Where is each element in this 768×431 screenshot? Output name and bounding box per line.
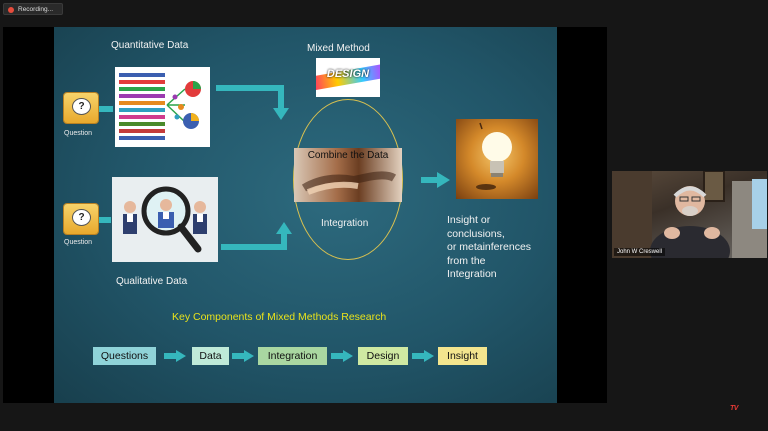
design-card-text: DESIGN: [326, 68, 370, 80]
insight-text: Insight or conclusions, or metainference…: [447, 214, 531, 282]
insight-line: Integration: [447, 268, 497, 280]
lightbulb-image: [456, 119, 538, 199]
question-label-top: Question: [64, 130, 93, 137]
lightbulb-icon: [476, 122, 512, 190]
magnifier-people-icon: [123, 186, 207, 253]
flow-box-insight: Insight: [438, 347, 487, 365]
insight-line: conclusions,: [447, 227, 505, 240]
quantitative-data-image: [115, 67, 210, 147]
mixed-method-title: Mixed Method: [307, 43, 370, 54]
qualitative-data-image: [112, 177, 218, 262]
insight-line: Insight or: [447, 214, 491, 226]
design-card: DESIGN: [316, 58, 380, 97]
flow-box-design: Design: [358, 347, 408, 365]
recording-label: Recording...: [18, 6, 54, 13]
quantitative-data-title: Quantitative Data: [111, 40, 189, 51]
combine-data-image: Combine the Data: [294, 148, 402, 202]
key-components-heading: Key Components of Mixed Methods Research: [172, 311, 387, 323]
question-icon-bottom: ?: [64, 204, 98, 234]
participant-name-label: John W Creswell: [614, 248, 666, 256]
recording-indicator[interactable]: Recording...: [3, 3, 63, 15]
participant-avatar: [612, 171, 767, 258]
flow-box-data: Data: [192, 347, 229, 365]
recording-dot-icon: [8, 7, 14, 13]
question-label-bottom: Question: [64, 239, 93, 246]
combine-data-label: Combine the Data: [307, 150, 389, 161]
elbow-arrow-bottom: [221, 222, 292, 250]
flow-box-integration: Integration: [258, 347, 327, 365]
flow-box-questions: Questions: [93, 347, 156, 365]
qualitative-data-title: Qualitative Data: [116, 276, 188, 287]
people-grid-icon: [119, 73, 201, 140]
elbow-arrow-top: [216, 85, 289, 120]
arrow-to-insight: [421, 172, 450, 188]
presentation-slide: Quantitative Data Mixed Method DESIGN: [54, 27, 557, 403]
integration-label: Integration: [321, 218, 369, 229]
participant-video[interactable]: [612, 171, 767, 258]
question-icon-top: ?: [64, 93, 98, 123]
flow-arrow-icon: [164, 350, 186, 362]
arrow-question-to-quant: [99, 106, 113, 112]
flow-arrow-icon: [331, 350, 353, 362]
insight-line: or metainferences: [447, 241, 532, 253]
arrow-question-to-qual: [99, 217, 111, 223]
joined-hands-icon: [301, 171, 397, 195]
integration-ellipse: [293, 99, 403, 260]
insight-line: from the: [447, 254, 486, 267]
tv-watermark-logo: TV: [730, 405, 738, 412]
flow-arrow-icon: [412, 350, 434, 362]
flow-arrow-icon: [232, 350, 254, 362]
